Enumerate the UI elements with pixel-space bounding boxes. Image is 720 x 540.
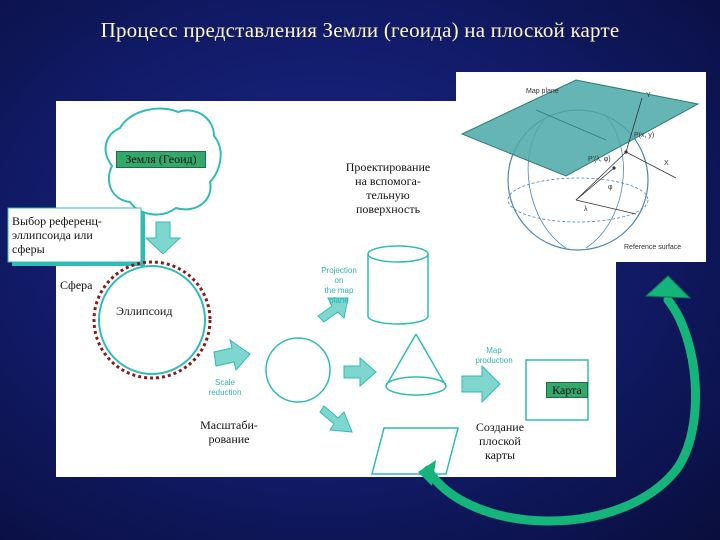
curved-return-arrow [423,295,701,526]
inset-drawing [460,79,700,251]
phi-label: φ [608,184,613,191]
ellipsoid-shape [98,265,206,375]
sphere-label: Сфера [60,278,93,292]
arrow-to-small-circle [213,338,251,372]
reference-surface-label: Reference surface [624,244,682,251]
projection-line-1: Проектирование [345,160,431,174]
creation-line-3: карты [484,448,516,462]
map-label: Карта [546,382,588,398]
arrow-to-cone [343,356,377,388]
choose-ellipsoid-text: Выбор референц- эллипсоида или сферы [12,214,142,256]
projection-label: Проектирование на вспомога- тельную пове… [336,160,440,216]
choose-line-2: эллипсоида или [12,228,93,242]
reduced-sphere [265,337,331,403]
point-p-label: P(x, y) [634,132,655,139]
projection-eng-label: Projection on the map plane [308,266,370,306]
map-production-eng-label: Map production [466,346,522,366]
scale-eng-line-2: reduction [208,388,242,397]
map-eng-line-1: Map [486,346,502,355]
slide-title: Процесс представления Земли (геоида) на … [100,18,620,42]
y-axis-label: Y [646,92,651,99]
projection-line-3: тельную [366,188,410,202]
projection-line-4: поверхность [355,202,421,216]
creation-line-1: Создание [475,420,525,434]
choose-line-1: Выбор референц- [12,214,102,228]
ellipsoid-label: Эллипсоид [116,304,173,318]
choose-box [7,207,142,263]
scaling-label: Масштаби- рование [196,418,262,446]
arrow-to-cylinder [317,297,349,323]
projection-eng-line-1: Projection [321,266,357,275]
arrow-to-map [461,364,501,404]
map-eng-line-2: production [475,356,513,365]
curved-arrow-head-bottom [418,460,436,486]
scale-eng-label: Scale reduction [200,378,250,398]
projection-eng-line-3: the map [324,286,354,295]
scaling-line-2: рование [208,432,250,446]
projection-line-2: на вспомога- [355,174,421,188]
x-axis-label: X [664,160,669,167]
sphere-circle [92,260,212,380]
arrow-to-plane [319,405,353,433]
projection-eng-line-2: on [334,276,344,285]
map-plane-label: Map plane [526,88,559,95]
lambda-label: λ [584,206,588,213]
creation-label: Создание плоской карты [462,420,538,462]
cone-surface [385,333,447,396]
projection-inset: Map plane Y X P(x, y) P'(λ, φ) φ λ Refer… [456,72,706,262]
plane-surface [371,427,459,475]
choose-line-3: сферы [12,242,45,256]
earth-label: Земля (Геоид) [116,151,206,168]
scale-eng-line-1: Scale [214,378,235,387]
creation-line-2: плоской [479,434,521,448]
cylinder-surface [367,245,429,325]
point-p-prime-label: P'(λ, φ) [588,156,611,163]
curved-arrow-head-top [644,275,692,299]
scaling-line-1: Масштаби- [200,418,258,432]
down-arrow [144,221,182,255]
projection-eng-line-4: plane [329,296,349,305]
